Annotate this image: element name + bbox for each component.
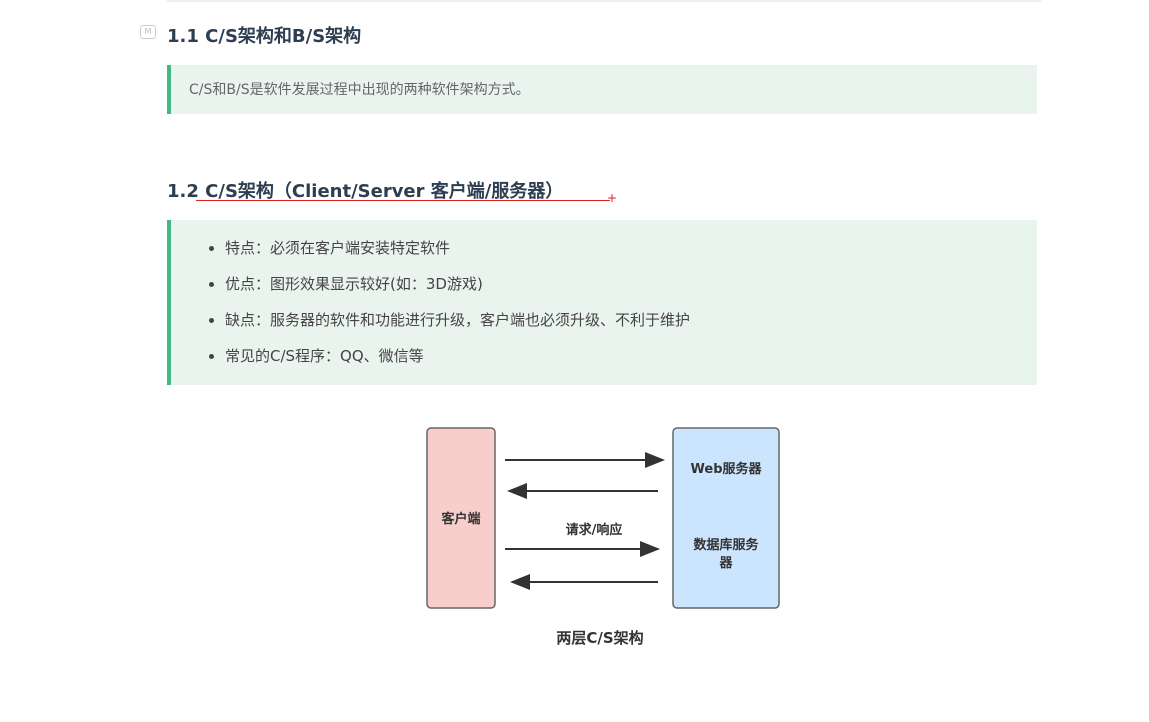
list-item: 常见的C/S程序：QQ、微信等 xyxy=(225,338,1037,374)
list-item: 优点：图形效果显示较好(如：3D游戏) xyxy=(225,266,1037,302)
server-box xyxy=(672,427,780,609)
heading-1-1: 1.1 C/S架构和B/S架构 xyxy=(167,26,362,47)
feature-list-block: 特点：必须在客户端安装特定软件 优点：图形效果显示较好(如：3D游戏) 缺点：服… xyxy=(167,220,1037,385)
diagram-caption: 两层C/S架构 xyxy=(556,629,643,647)
markdown-icon[interactable]: M xyxy=(140,25,156,39)
db-server-label-2: 器 xyxy=(718,556,733,571)
list-item: 特点：必须在客户端安装特定软件 xyxy=(225,230,1037,266)
client-label: 客户端 xyxy=(441,511,480,527)
heading-1-2: 1.2 C/S架构（Client/Server 客户端/服务器） xyxy=(167,181,564,202)
divider xyxy=(167,0,1041,2)
arrow-label: 请求/响应 xyxy=(566,522,623,538)
db-server-label: 数据库服务 xyxy=(693,537,759,553)
list-item: 缺点：服务器的软件和功能进行升级，客户端也必须升级、不利于维护 xyxy=(225,302,1037,338)
client-box xyxy=(426,427,496,609)
web-server-label: Web服务器 xyxy=(691,461,763,477)
annotation-underline xyxy=(196,200,610,201)
annotation-plus: + xyxy=(607,191,618,205)
blockquote: C/S和B/S是软件发展过程中出现的两种软件架构方式。 xyxy=(167,65,1037,114)
quote-text: C/S和B/S是软件发展过程中出现的两种软件架构方式。 xyxy=(189,82,530,98)
